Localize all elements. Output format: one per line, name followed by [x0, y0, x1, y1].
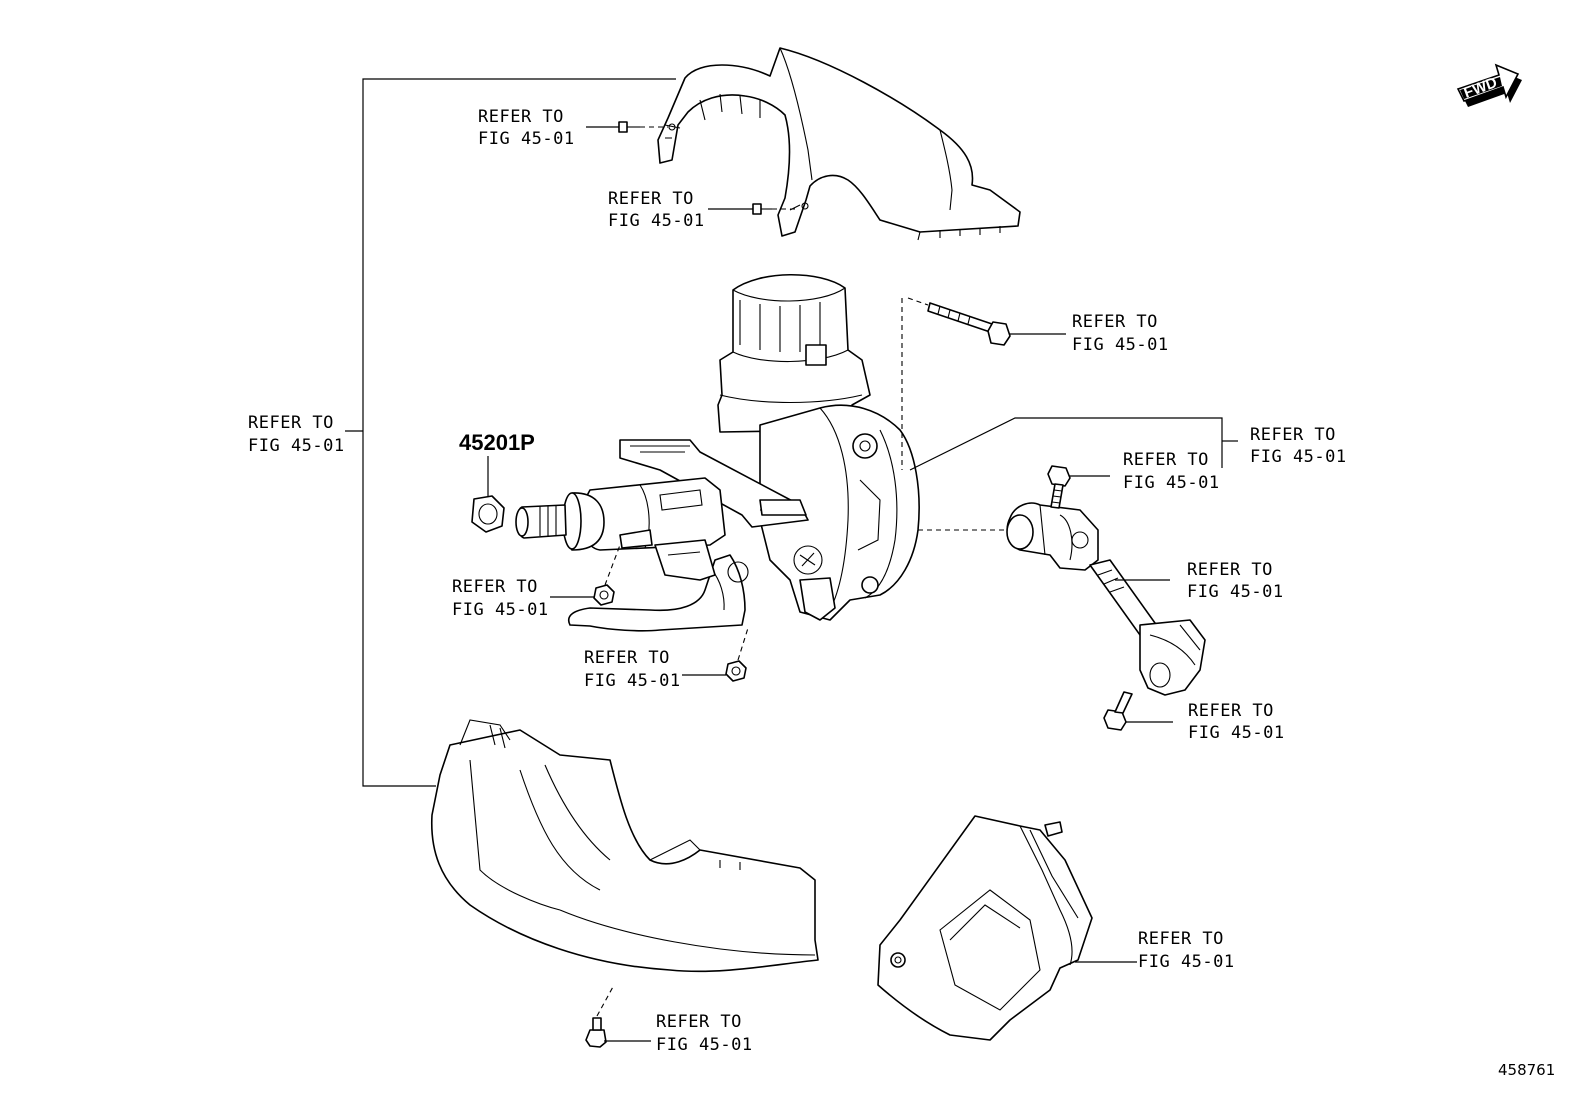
- column-assembly-leader: [909, 417, 1223, 471]
- callout-line2: FIG 45-01: [656, 1035, 753, 1055]
- callout-hole-cover: REFER TO FIG 45-01: [1138, 929, 1235, 972]
- callout-line1: REFER TO: [1123, 450, 1209, 470]
- callout-line2: FIG 45-01: [1072, 335, 1169, 355]
- callout-line2: FIG 45-01: [1187, 582, 1284, 602]
- steering-column-assembly: [515, 273, 920, 632]
- upper-cover-screw-a-icon: [618, 121, 668, 133]
- callout-line2: FIG 45-01: [1188, 723, 1285, 743]
- callout-line1: REFER TO: [1187, 560, 1273, 580]
- callout-line1: REFER TO: [1072, 312, 1158, 332]
- callout-line2: FIG 45-01: [248, 436, 345, 456]
- column-bolt-icon: [901, 297, 1011, 470]
- callout-line2: FIG 45-01: [1138, 952, 1235, 972]
- callout-column-bolt: REFER TO FIG 45-01: [1010, 312, 1169, 355]
- nut-45201p-icon: [471, 456, 505, 533]
- column-nut-left-icon: [550, 544, 621, 606]
- column-hole-cover: [877, 815, 1137, 1041]
- fwd-arrow-icon: FWD: [1456, 63, 1522, 107]
- upper-column-cover: [657, 47, 1021, 241]
- callout-column-nut-left: REFER TO FIG 45-01: [452, 577, 549, 620]
- intermediate-shaft: [1006, 502, 1206, 696]
- callout-line2: FIG 45-01: [1123, 473, 1220, 493]
- column-nut-lower-icon: [682, 627, 749, 682]
- callout-line1: REFER TO: [452, 577, 538, 597]
- lower-joint-bolt-icon: [1103, 691, 1173, 731]
- lower-cover-screw-icon: [585, 984, 651, 1048]
- callout-column-covers: REFER TO FIG 45-01: [248, 413, 345, 456]
- upper-cover-screw-b-icon: [752, 203, 795, 215]
- callout-line1: REFER TO: [608, 189, 694, 209]
- callout-upper-cover-screw-a: REFER TO FIG 45-01: [478, 107, 619, 149]
- callout-line1: REFER TO: [478, 107, 564, 127]
- callout-line1: REFER TO: [1250, 425, 1336, 445]
- callout-upper-cover-screw-b: REFER TO FIG 45-01: [608, 189, 753, 231]
- callout-line2: FIG 45-01: [452, 600, 549, 620]
- lower-column-cover: [430, 719, 819, 973]
- callout-line2: FIG 45-01: [584, 671, 681, 691]
- callout-line2: FIG 45-01: [608, 211, 705, 231]
- document-number: 458761: [1498, 1061, 1555, 1079]
- callout-column-assembly: REFER TO FIG 45-01: [1250, 425, 1347, 467]
- joint-bolt-icon: [1047, 465, 1110, 509]
- callout-line1: REFER TO: [1138, 929, 1224, 949]
- callout-line1: REFER TO: [656, 1012, 742, 1032]
- callout-column-nut-lower: REFER TO FIG 45-01: [584, 648, 681, 691]
- callout-intermediate-shaft: REFER TO FIG 45-01: [1187, 560, 1284, 602]
- callout-line1: REFER TO: [248, 413, 334, 433]
- callout-lower-joint-bolt: REFER TO FIG 45-01: [1188, 701, 1285, 743]
- part-number-label: 45201P: [459, 430, 535, 455]
- callout-lower-cover-screw: REFER TO FIG 45-01: [656, 1012, 753, 1055]
- callout-line2: FIG 45-01: [478, 129, 575, 149]
- callout-line1: REFER TO: [584, 648, 670, 668]
- covers-bracket-line: [362, 78, 676, 787]
- callout-line2: FIG 45-01: [1250, 447, 1347, 467]
- callout-line1: REFER TO: [1188, 701, 1274, 721]
- callout-joint-bolt: REFER TO FIG 45-01: [1123, 450, 1220, 493]
